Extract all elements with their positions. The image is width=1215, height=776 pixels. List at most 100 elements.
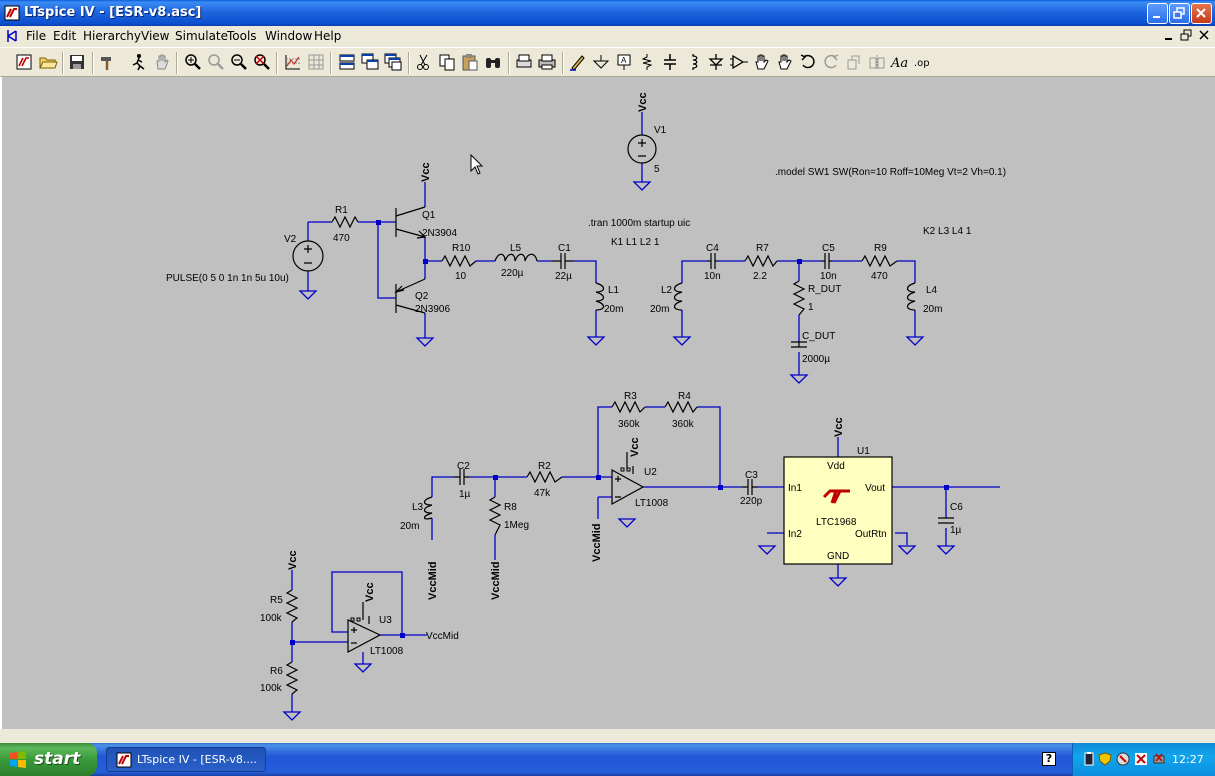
q2-value: 2N3906 <box>415 304 450 315</box>
menu-edit[interactable]: Edit <box>53 29 77 43</box>
mdi-minimize-icon[interactable] <box>1162 29 1176 42</box>
u1-pin-vout: Vout <box>865 483 885 494</box>
tran-directive[interactable]: .tran 1000m startup uic <box>588 218 690 229</box>
autorange-plot-icon[interactable] <box>283 52 303 72</box>
find-binoculars-icon[interactable] <box>483 52 503 72</box>
drag-hand-icon[interactable] <box>775 52 795 72</box>
toolbar-separator <box>92 52 94 74</box>
l2-name: L2 <box>661 285 673 296</box>
cut-scissors-icon[interactable] <box>414 52 434 72</box>
print-icon[interactable] <box>537 52 557 72</box>
window-title: LTspice IV - [ESR-v8.asc] <box>24 5 202 20</box>
u1-name: U1 <box>857 446 870 457</box>
zoom-in-icon[interactable] <box>183 52 203 72</box>
k2-directive[interactable]: K2 L3 L4 1 <box>923 226 972 237</box>
r6-value: 100k <box>260 683 283 694</box>
antivirus-icon[interactable] <box>1134 752 1148 766</box>
zoom-out-icon[interactable] <box>229 52 249 72</box>
ground-icon[interactable] <box>591 52 611 72</box>
pan-icon[interactable] <box>206 52 226 72</box>
k1-directive[interactable]: K1 L1 L2 1 <box>611 237 660 248</box>
schematic-canvas[interactable]: Vcc Vcc Vcc Vcc Vcc Vcc VccMid VccMid Vc… <box>0 77 1215 729</box>
label-net-icon[interactable]: A <box>614 52 634 72</box>
spice-directive-icon[interactable]: .op <box>913 52 933 72</box>
zoom-fit-icon[interactable] <box>252 52 272 72</box>
v2-name: V2 <box>284 234 297 245</box>
open-folder-icon[interactable] <box>38 52 58 72</box>
rotate-icon[interactable] <box>844 52 864 72</box>
ltspice-app-icon[interactable] <box>4 5 20 21</box>
q1-value: 2N3904 <box>422 228 457 239</box>
close-icon <box>1196 8 1206 18</box>
halt-hand-icon[interactable] <box>152 52 172 72</box>
undo-icon[interactable] <box>798 52 818 72</box>
toolbar-separator <box>562 52 564 74</box>
control-panel-hammer-icon[interactable] <box>98 52 118 72</box>
model-directive[interactable]: .model SW1 SW(Ron=10 Roff=10Meg Vt=2 Vh=… <box>775 167 1006 178</box>
component-icon[interactable] <box>729 52 749 72</box>
menu-simulate[interactable]: Simulate <box>175 29 229 43</box>
run-simulation-icon[interactable] <box>128 52 148 72</box>
c5-name: C5 <box>822 243 835 254</box>
r4-name: R4 <box>678 391 691 402</box>
move-hand-icon[interactable] <box>752 52 772 72</box>
draw-wire-pencil-icon[interactable] <box>568 52 588 72</box>
q2-name: Q2 <box>415 291 429 302</box>
menu-window[interactable]: Window <box>265 29 313 43</box>
mdi-restore-icon[interactable] <box>1180 29 1194 42</box>
new-schematic-icon[interactable] <box>14 52 34 72</box>
l1-value: 20m <box>604 304 623 315</box>
r10-name: R10 <box>452 243 471 254</box>
r5-value: 100k <box>260 613 283 624</box>
u3-value: LT1008 <box>370 646 404 657</box>
mirror-icon[interactable] <box>867 52 887 72</box>
plot-grid-icon[interactable] <box>306 52 326 72</box>
taskbar-item-ltspice[interactable]: LTspice IV - [ESR-v8.... <box>106 747 266 772</box>
menu-file[interactable]: File <box>26 29 47 43</box>
cascade-windows-icon[interactable] <box>360 52 380 72</box>
ltc1968-ic-body[interactable] <box>783 456 893 565</box>
svg-text:.op: .op <box>914 58 930 69</box>
v1-name: V1 <box>654 125 667 136</box>
help-button[interactable]: ? <box>1042 752 1056 766</box>
restore-button[interactable] <box>1169 3 1190 24</box>
copy-icon[interactable] <box>437 52 457 72</box>
menu-tools[interactable]: Tools <box>227 29 257 43</box>
u3-name: U3 <box>379 615 392 626</box>
schematic-drawing: Vcc Vcc Vcc Vcc Vcc Vcc VccMid VccMid Vc… <box>166 92 1006 721</box>
u2-name: U2 <box>644 467 657 478</box>
c5-value: 10n <box>820 271 837 282</box>
inductor-icon[interactable] <box>683 52 703 72</box>
menu-help[interactable]: Help <box>314 29 342 43</box>
paste-icon[interactable] <box>460 52 480 72</box>
battery-icon[interactable] <box>1082 752 1096 766</box>
toolbar-separator <box>176 52 178 74</box>
r2-name: R2 <box>538 461 551 472</box>
start-button[interactable]: start <box>0 743 97 776</box>
mdi-close-icon[interactable] <box>1198 29 1212 42</box>
menu-hierarchy[interactable]: Hierarchy <box>83 29 142 43</box>
u2-value: LT1008 <box>635 498 669 509</box>
l4-value: 20m <box>923 304 942 315</box>
save-icon[interactable] <box>67 52 87 72</box>
diode-icon[interactable] <box>706 52 726 72</box>
close-button[interactable] <box>1191 3 1212 24</box>
minimize-button[interactable] <box>1147 3 1168 24</box>
resistor-icon[interactable] <box>637 52 657 72</box>
tile-vertical-icon[interactable] <box>383 52 403 72</box>
network-status-icon[interactable] <box>1116 752 1130 766</box>
print-preview-icon[interactable] <box>514 52 534 72</box>
redo-icon[interactable] <box>821 52 841 72</box>
l3-value: 20m <box>400 521 419 532</box>
v1-value: 5 <box>654 164 660 175</box>
document-system-icon[interactable] <box>4 28 20 44</box>
text-icon[interactable]: Aa <box>890 52 910 72</box>
tile-horizontal-icon[interactable] <box>337 52 357 72</box>
menu-view[interactable]: View <box>141 29 170 43</box>
security-shield-icon[interactable] <box>1098 752 1112 766</box>
r7-name: R7 <box>756 243 769 254</box>
status-bar <box>0 729 1215 743</box>
capacitor-icon[interactable] <box>660 52 680 72</box>
safely-remove-hardware-icon[interactable] <box>1152 752 1166 766</box>
net-label-vccmid-u2: VccMid <box>591 523 603 562</box>
